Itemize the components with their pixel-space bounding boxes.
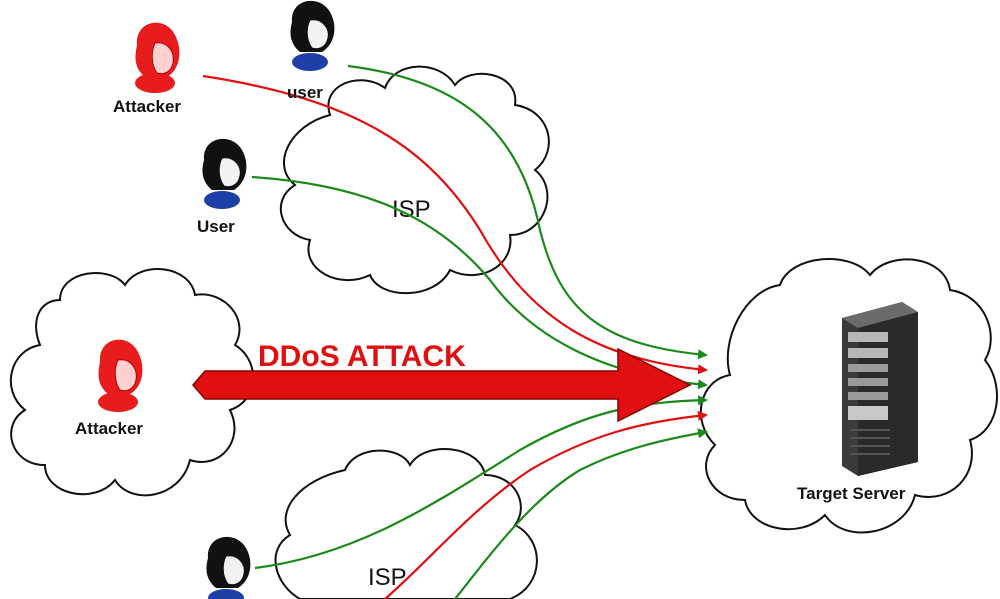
legit-traffic-line xyxy=(347,64,708,360)
attacker-left-icon xyxy=(98,339,143,412)
attacker-top-label: Attacker xyxy=(113,97,181,116)
isp-cloud-upper xyxy=(279,65,550,295)
server-icon xyxy=(842,302,918,476)
attacker-top-icon xyxy=(135,22,180,93)
user-mid-icon xyxy=(202,138,247,209)
ddos-attack-label: DDoS ATTACK xyxy=(258,340,466,373)
attack-traffic-line xyxy=(202,74,708,375)
isp-label-lower: ISP xyxy=(368,564,407,591)
user-top-icon xyxy=(290,0,335,71)
user-mid-label: User xyxy=(197,217,235,236)
legit-traffic-line xyxy=(454,428,708,599)
user-top-label: user xyxy=(287,83,323,102)
target-server-label: Target Server xyxy=(797,484,906,503)
ddos-attack-arrow xyxy=(192,347,692,423)
legit-traffic-line xyxy=(251,175,708,390)
attack-traffic-line xyxy=(384,410,708,599)
attacker-left-label: Attacker xyxy=(75,419,143,438)
user-bottom-icon xyxy=(206,536,251,599)
